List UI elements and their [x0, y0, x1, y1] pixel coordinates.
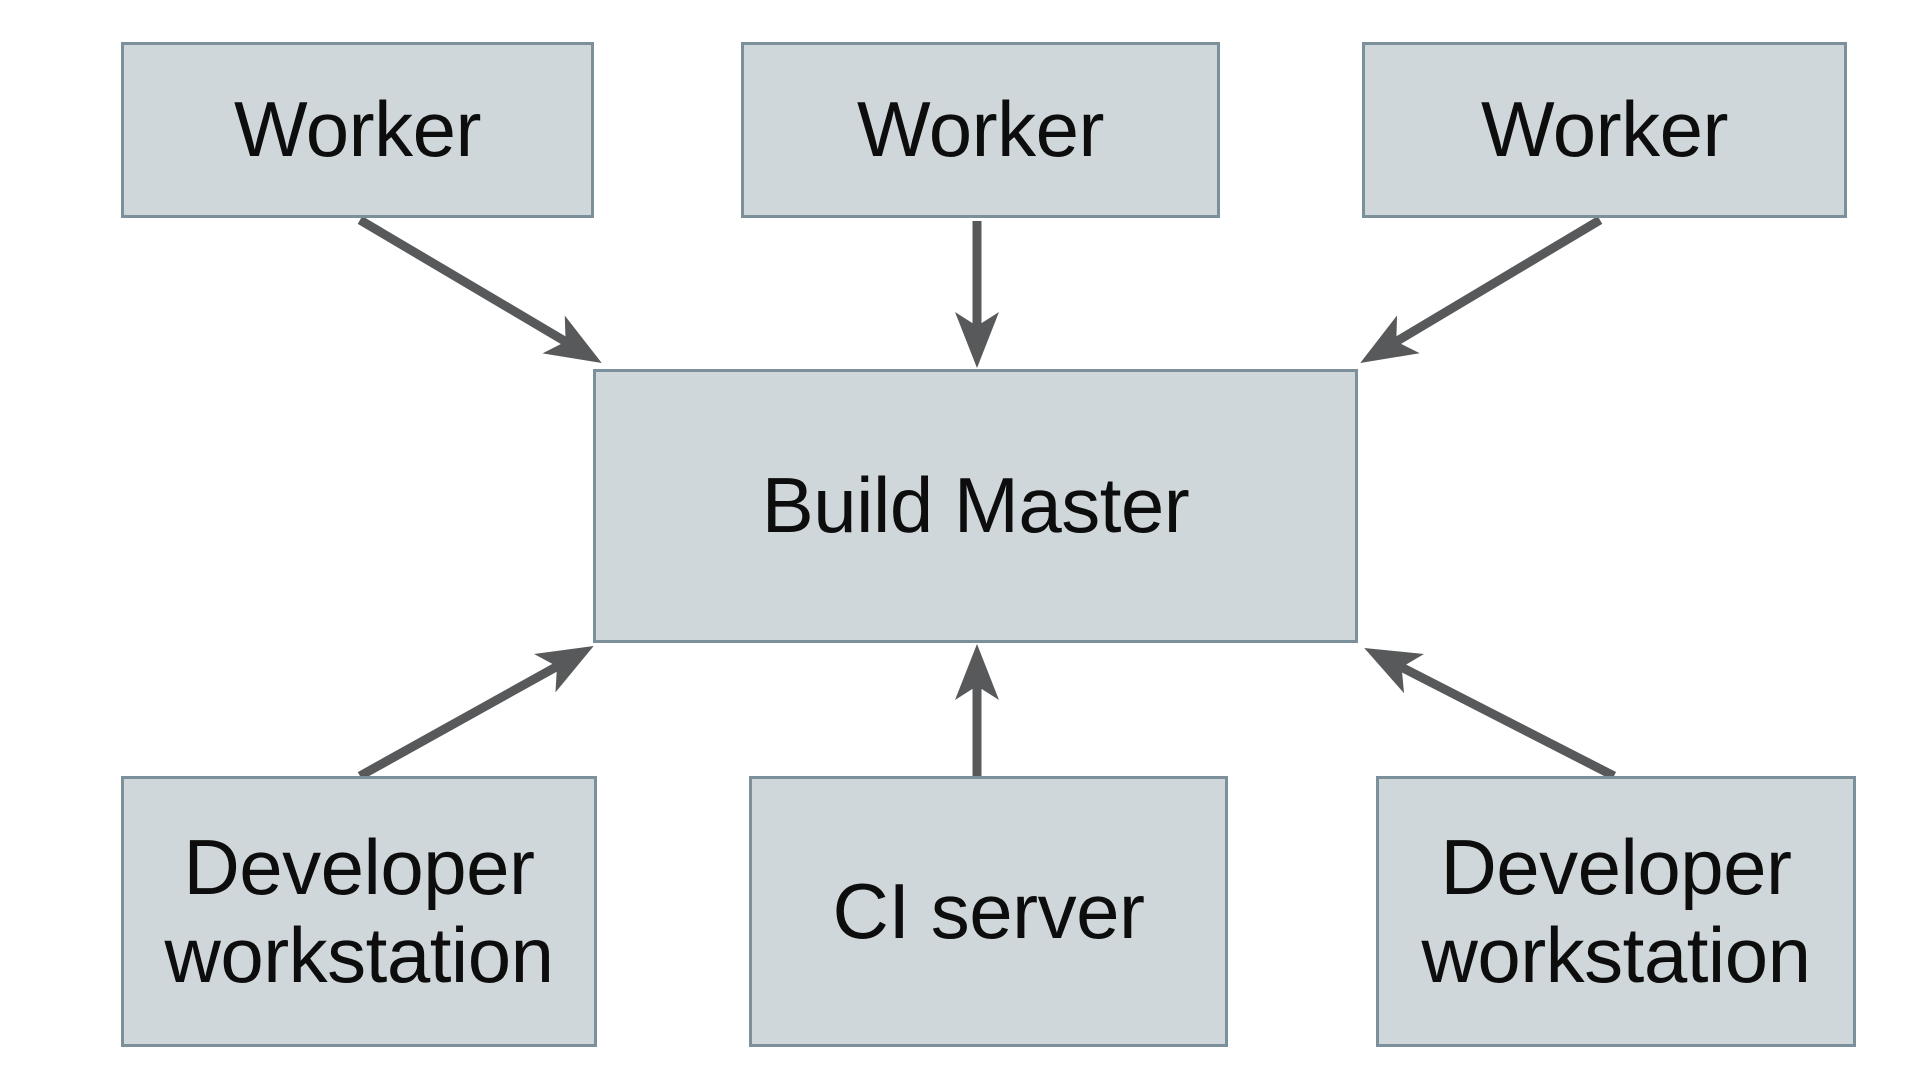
arrow-dev-right-to-master	[1364, 648, 1617, 781]
node-worker-3: Worker	[1362, 42, 1847, 218]
node-worker-3-label: Worker	[1481, 85, 1728, 174]
node-worker-1-label: Worker	[234, 85, 481, 174]
node-worker-2-label: Worker	[857, 85, 1104, 174]
node-worker-2: Worker	[741, 42, 1220, 218]
node-developer-workstation-right-label: Developer workstation	[1421, 823, 1812, 999]
arrow-worker1-to-master	[357, 216, 602, 363]
node-ci-server: CI server	[749, 776, 1228, 1047]
node-developer-workstation-left-label: Developer workstation	[164, 823, 555, 999]
node-ci-server-label: CI server	[832, 866, 1145, 955]
arrow-dev-left-to-master	[357, 645, 594, 780]
node-worker-1: Worker	[121, 42, 594, 218]
node-build-master: Build Master	[593, 369, 1358, 643]
arrow-worker3-to-master	[1360, 216, 1603, 364]
node-developer-workstation-left: Developer workstation	[121, 776, 597, 1047]
node-developer-workstation-right: Developer workstation	[1376, 776, 1856, 1047]
node-build-master-label: Build Master	[761, 461, 1190, 550]
